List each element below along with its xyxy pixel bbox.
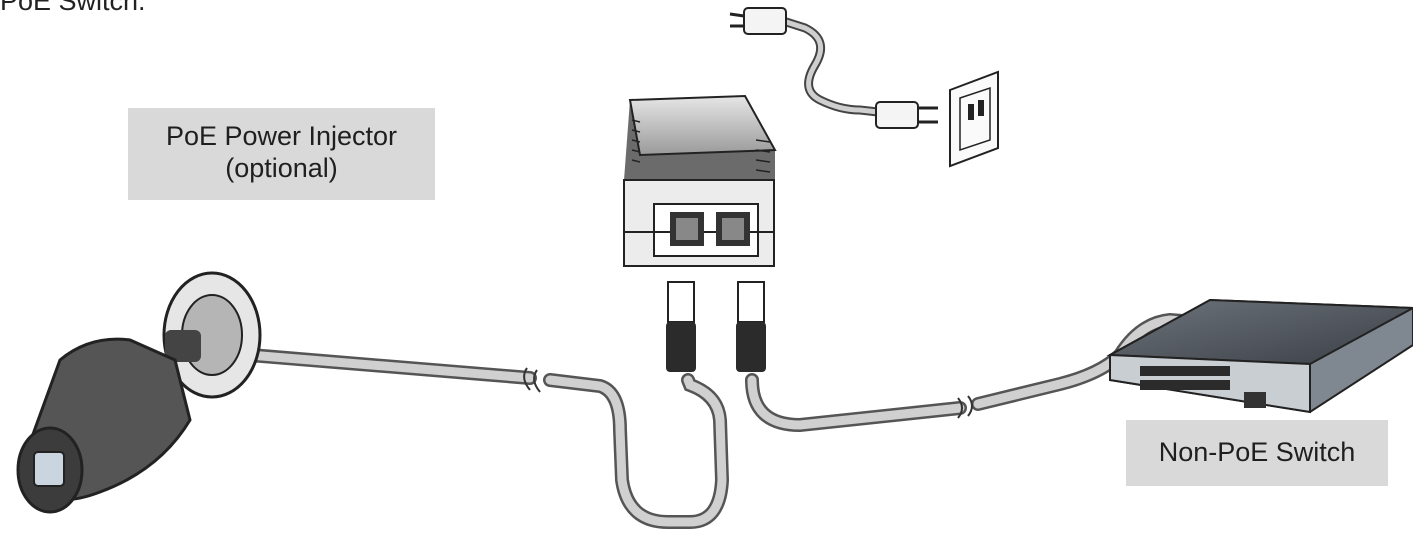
poe-injector-label-line1: PoE Power Injector	[165, 121, 398, 151]
poe-injector-label: PoE Power Injector (optional)	[128, 108, 435, 200]
poe-injector-label-line2: (optional)	[225, 153, 338, 184]
power-cord	[729, 7, 938, 129]
ip-camera-icon	[16, 271, 262, 514]
clipped-heading: PoE Switch.	[0, 0, 146, 16]
camera-cable	[243, 348, 730, 529]
non-poe-switch-label: Non-PoE Switch	[1126, 420, 1388, 486]
poe-injector-icon	[623, 94, 777, 267]
rj45-plug-icon	[666, 281, 766, 372]
power-plug-icon	[729, 7, 787, 35]
network-switch-icon	[1106, 298, 1413, 414]
wall-outlet-icon	[949, 70, 999, 168]
power-plug-end-icon	[875, 101, 938, 129]
